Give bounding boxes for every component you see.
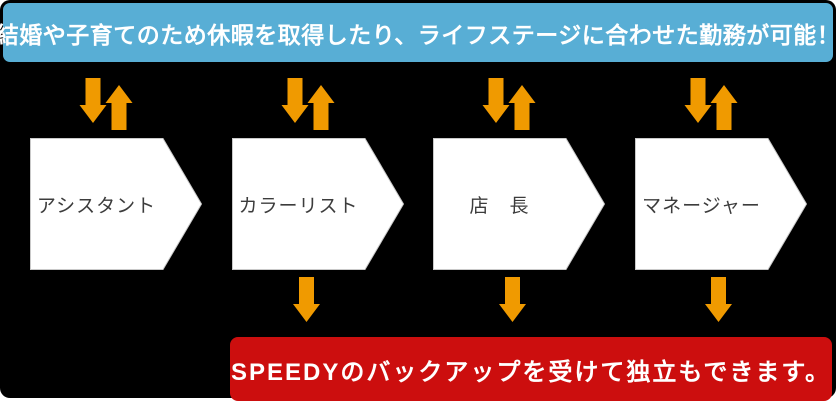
step-label: マネージャー — [642, 195, 761, 217]
up-down-arrows-icon — [281, 78, 335, 130]
up-down-arrows-icon — [482, 78, 536, 130]
career-step-manager: マネージャー — [635, 78, 807, 270]
bottom-banner: SPEEDYのバックアップを受けて独立もできます。 — [230, 337, 832, 401]
up-down-arrows-icon — [684, 78, 738, 130]
step-chevron-shape — [30, 138, 202, 270]
step-label: 店 長 — [469, 195, 530, 217]
bottom-banner-text: SPEEDYのバックアップを受けて独立もできます。 — [230, 358, 831, 386]
career-step-colorist: カラーリスト — [232, 78, 404, 270]
step-label: アシスタント — [36, 195, 157, 217]
step-label: カラーリスト — [238, 195, 359, 217]
top-banner: 結婚や子育てのため休暇を取得したり、ライフステージに合わせた勤務が可能！ — [0, 3, 836, 62]
up-down-arrows-icon — [79, 78, 133, 130]
step-chevron-shape — [433, 138, 605, 270]
down-arrow-icon — [293, 277, 320, 322]
step-chevron-shape — [232, 138, 404, 270]
career-step-assistant: アシスタント — [30, 78, 202, 270]
down-arrow-icon — [499, 277, 526, 322]
top-banner-text: 結婚や子育てのため休暇を取得したり、ライフステージに合わせた勤務が可能！ — [0, 21, 836, 48]
career-step-store-manager: 店 長 — [433, 78, 605, 270]
down-arrow-icon — [705, 277, 732, 322]
step-chevron-shape — [635, 138, 807, 270]
